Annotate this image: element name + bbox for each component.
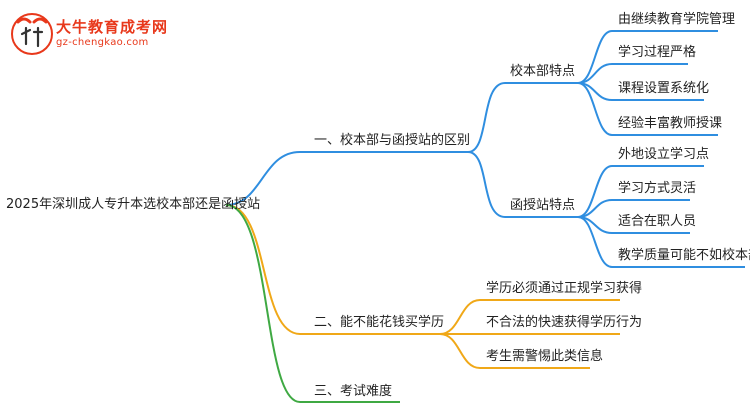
leaf-text: 适合在职人员 (618, 214, 697, 229)
leaf-text: 学习方式灵活 (618, 181, 697, 196)
leaf-text: 外地设立学习点 (618, 147, 710, 162)
brand-logo: 大牛教育成考网 gz-chengkao.com (10, 12, 180, 56)
leaf-text: 课程设置系统化 (618, 81, 710, 96)
connector-branch1-sub2 (467, 151, 578, 218)
connector-root-branch3 (225, 204, 400, 403)
brand-name: 大牛教育成考网 (56, 18, 169, 36)
connector-sub1-leaf4 (577, 82, 718, 136)
branch-1-label: 一、校本部与函授站的区别 (314, 133, 471, 148)
leaf-text: 教学质量可能不如校本部 (618, 248, 750, 263)
connector-root-branch2 (225, 204, 440, 335)
connector-sub2-leaf2 (577, 199, 690, 218)
connector-branch2-leaf3 (439, 333, 590, 369)
brand-url: gz-chengkao.com (56, 37, 149, 48)
connector-root-branch1 (225, 151, 468, 206)
leaf-text: 由继续教育学院管理 (618, 12, 736, 27)
bull-logo-icon (11, 13, 53, 55)
leaf-text: 考生需警惕此类信息 (486, 349, 604, 364)
connector-branch2-leaf1 (439, 299, 620, 335)
branch-3-label: 三、考试难度 (314, 384, 393, 399)
leaf-text: 经验丰富教师授课 (618, 116, 723, 131)
connector-sub2-leaf1 (577, 165, 704, 218)
sub-1-label: 校本部特点 (510, 64, 576, 79)
branch-2-label: 二、能不能花钱买学历 (314, 315, 445, 330)
connector-sub1-leaf2 (577, 63, 688, 84)
root-node: 2025年深圳成人专升本选校本部还是函授站 (6, 197, 261, 212)
sub-2-label: 函授站特点 (510, 198, 576, 213)
connector-sub1-leaf1 (577, 30, 718, 84)
leaf-text: 学历必须通过正规学习获得 (486, 281, 643, 296)
leaf-text: 学习过程严格 (618, 45, 697, 60)
connector-sub2-leaf4 (577, 216, 745, 268)
connector-branch1-sub1 (467, 82, 578, 153)
leaf-text: 不合法的快速获得学历行为 (486, 315, 643, 330)
